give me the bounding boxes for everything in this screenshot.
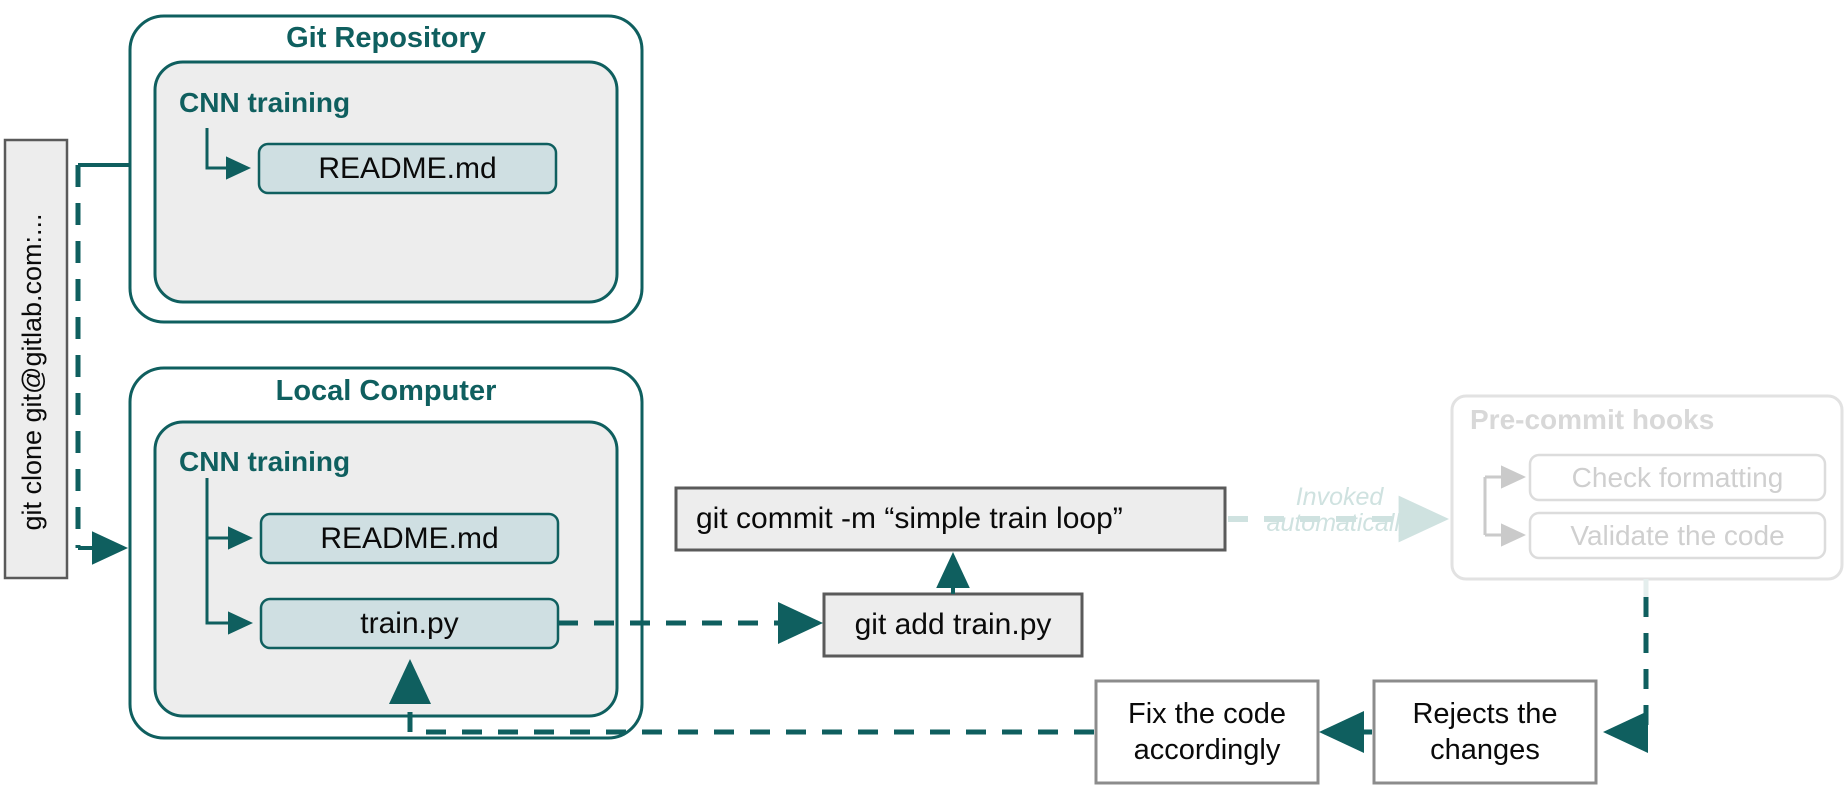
local-tree-connector-trainpy	[205, 538, 253, 635]
git-clone-label-text: git clone git@gitlab.com:...	[6, 157, 58, 587]
local-file-readme-text: README.md	[320, 521, 499, 555]
git-commit-command-box[interactable]	[674, 486, 1227, 552]
local-computer-folder-text: CNN training	[179, 446, 351, 477]
git-clone-connector	[75, 163, 130, 565]
pre-commit-hooks-title-text: Pre-commit hooks	[1470, 404, 1715, 435]
hook-item-check-formatting-text: Check formatting	[1571, 461, 1784, 493]
local-computer-group	[128, 366, 644, 740]
fix-to-trainpy-arrow	[389, 659, 1094, 735]
invoked-line-2: automatically	[1266, 509, 1413, 538]
hook-item-check-formatting-label: Check formatting	[1530, 455, 1825, 500]
fix-code-label: Fix the code accordingly	[1096, 681, 1318, 783]
local-file-trainpy-label: train.py	[261, 599, 558, 648]
bottom-row-boxes	[1094, 679, 1598, 785]
invoked-automatically-label: Invoked automatically	[1237, 484, 1442, 537]
local-computer-folder-label: CNN training	[179, 446, 350, 478]
rejects-changes-label: Rejects the changes	[1374, 681, 1596, 783]
local-file-trainpy-text: train.py	[360, 606, 459, 640]
git-add-command-box[interactable]	[822, 592, 1084, 658]
invoked-line-1: Invoked	[1295, 483, 1384, 511]
git-repository-folder-label: CNN training	[179, 87, 350, 119]
repo-file-readme-label: README.md	[259, 144, 556, 193]
command-boxes	[674, 486, 1227, 658]
hook-item-validate-code-label: Validate the code	[1530, 513, 1825, 558]
local-file-readme-label: README.md	[261, 514, 558, 563]
git-add-command-label: git add train.py	[824, 594, 1082, 656]
git-clone-label	[3, 138, 69, 580]
git-commit-command-text: git commit -m “simple train loop”	[696, 502, 1123, 535]
git-repository-folder-text: CNN training	[179, 87, 351, 118]
rejects-changes-box[interactable]	[1372, 679, 1598, 785]
git-repository-title-text: Git Repository	[286, 22, 486, 54]
git-commit-command-label: git commit -m “simple train loop”	[676, 488, 1225, 550]
fix-code-line-2: accordingly	[1133, 734, 1281, 766]
fix-code-line-1: Fix the code	[1128, 697, 1286, 730]
local-computer-title-text: Local Computer	[275, 375, 497, 407]
rejects-changes-line-2: changes	[1430, 734, 1540, 766]
hooks-to-rejects-arrow	[1603, 597, 1649, 753]
pre-commit-hooks-title: Pre-commit hooks	[1470, 404, 1714, 436]
fix-code-box[interactable]	[1094, 679, 1320, 785]
local-file-readme-box[interactable]	[259, 512, 560, 565]
repo-file-readme-box[interactable]	[257, 142, 558, 195]
hook-item-validate-code-box[interactable]	[1528, 511, 1827, 560]
git-add-command-text: git add train.py	[854, 608, 1052, 641]
repo-tree-connector	[205, 128, 251, 180]
git-repository-group	[128, 14, 644, 324]
git-clone-label-box	[3, 138, 69, 580]
repo-file-readme-text: README.md	[318, 151, 497, 185]
rejects-changes-line-1: Rejects the	[1412, 697, 1558, 730]
git-repository-title: Git Repository	[130, 22, 642, 55]
pre-commit-hooks-group	[1450, 394, 1844, 581]
hook-item-validate-code-text: Validate the code	[1570, 519, 1785, 551]
git-clone-label-value: git clone git@gitlab.com:...	[16, 213, 47, 531]
local-computer-title: Local Computer	[130, 375, 642, 408]
hook-item-check-formatting-box[interactable]	[1528, 453, 1827, 502]
